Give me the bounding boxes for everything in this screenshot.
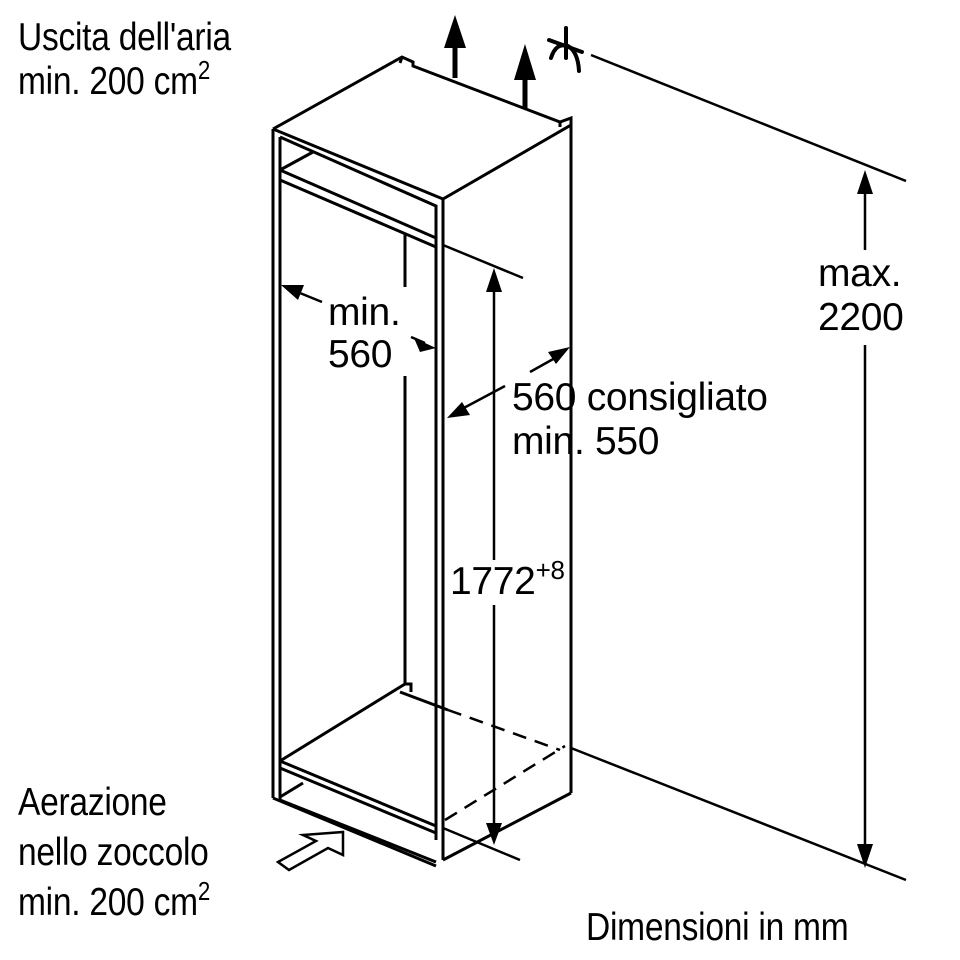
air-outlet-line1: Uscita dell'aria <box>18 16 231 59</box>
ceiling-tilde-icon <box>547 26 584 73</box>
depth-label: 560 consigliato min. 550 <box>512 376 768 463</box>
outline-arrow-icon <box>275 830 345 872</box>
hidden-lines <box>444 708 566 822</box>
air-outlet-label: Uscita dell'aria min. 200 cm2 <box>18 16 231 104</box>
up-arrow-icon <box>444 15 466 78</box>
arrowhead-icon <box>281 285 304 300</box>
arrowhead-icon <box>548 347 570 364</box>
arrowhead-icon <box>486 268 502 292</box>
depth-dimension <box>459 356 556 412</box>
air-outlet-line2: min. 200 cm2 <box>18 55 211 103</box>
arrowhead-icon <box>414 338 436 352</box>
arrowhead-icon <box>447 402 470 418</box>
ceiling-reference-line <box>570 53 907 882</box>
cabinet-front-right-edge <box>434 199 445 860</box>
units-note: Dimensioni in mm <box>586 906 849 949</box>
niche-height-label: 1772+8 <box>450 555 565 603</box>
arrowhead-icon <box>857 844 873 868</box>
cabinet-floor <box>272 682 573 868</box>
max-height-label: max. 2200 <box>818 252 904 339</box>
up-arrow-icon <box>514 44 536 108</box>
arrowhead-icon <box>857 170 873 194</box>
cabinet-top <box>272 55 573 201</box>
plinth-vent-label: Aerazione nello zoccolo min. 200 cm2 <box>18 781 211 924</box>
min-width-label: min. 560 <box>328 291 401 376</box>
cabinet-left-side <box>271 129 282 798</box>
top-front-rail <box>278 135 524 280</box>
arrowhead-icon <box>486 823 502 845</box>
